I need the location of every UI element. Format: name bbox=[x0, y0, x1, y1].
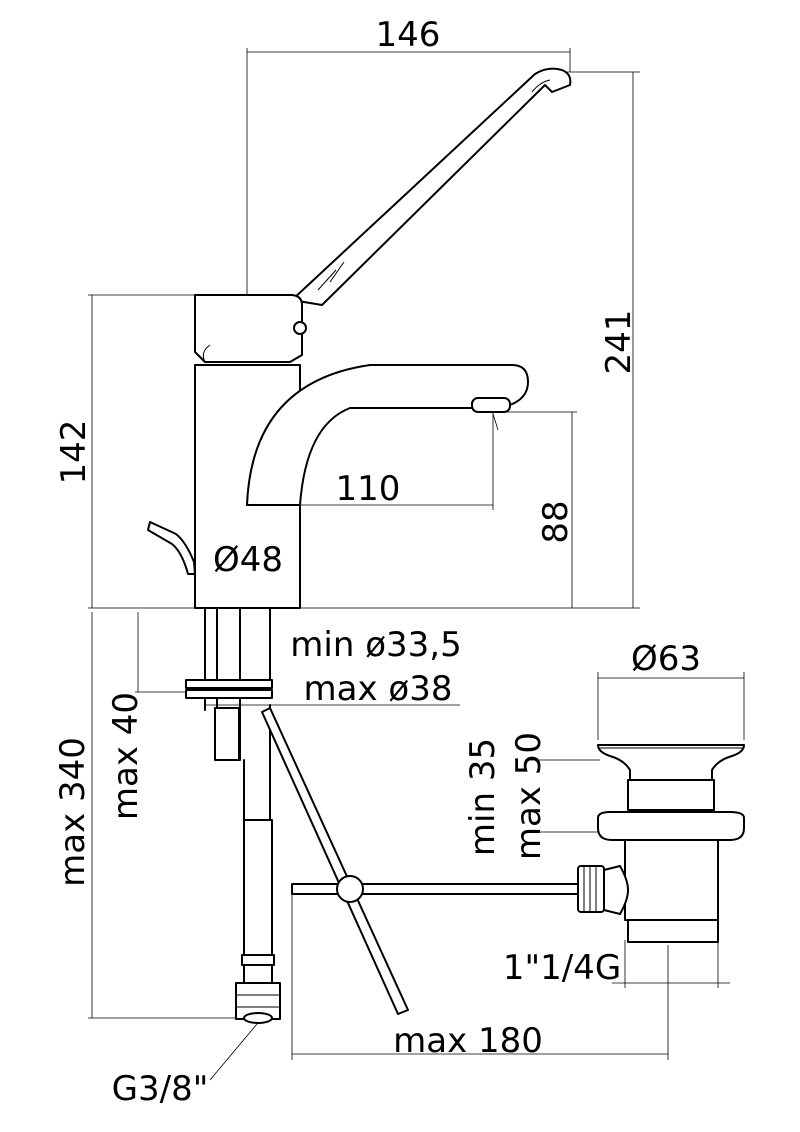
label-deck-thickness: max 40 bbox=[106, 692, 146, 820]
fixing-assembly bbox=[185, 607, 583, 1024]
label-spout-height: 88 bbox=[536, 500, 576, 543]
label-waste-max: max 50 bbox=[509, 732, 549, 860]
label-rod-length: max 180 bbox=[393, 1021, 543, 1061]
label-body-height: 142 bbox=[54, 420, 94, 485]
label-height-total: 241 bbox=[599, 310, 639, 375]
label-width-total: 146 bbox=[376, 15, 441, 55]
label-inlet-thread: G3/8" bbox=[112, 1069, 209, 1109]
label-hose-length: max 340 bbox=[53, 737, 93, 887]
pop-up-waste bbox=[577, 744, 745, 943]
label-waste-diameter: Ø63 bbox=[631, 639, 701, 679]
label-hole-min: min ø33,5 bbox=[290, 625, 461, 665]
label-waste-min: min 35 bbox=[463, 738, 503, 856]
label-hole-max: max ø38 bbox=[304, 669, 453, 709]
label-spout-reach: 110 bbox=[336, 469, 401, 509]
mixer-body bbox=[147, 67, 572, 609]
dimension-labels: 146 241 142 110 88 Ø48 min ø33,5 max ø38… bbox=[53, 15, 701, 1109]
label-body-diameter: Ø48 bbox=[213, 540, 283, 580]
label-waste-thread: 1"1/4G bbox=[503, 948, 621, 988]
